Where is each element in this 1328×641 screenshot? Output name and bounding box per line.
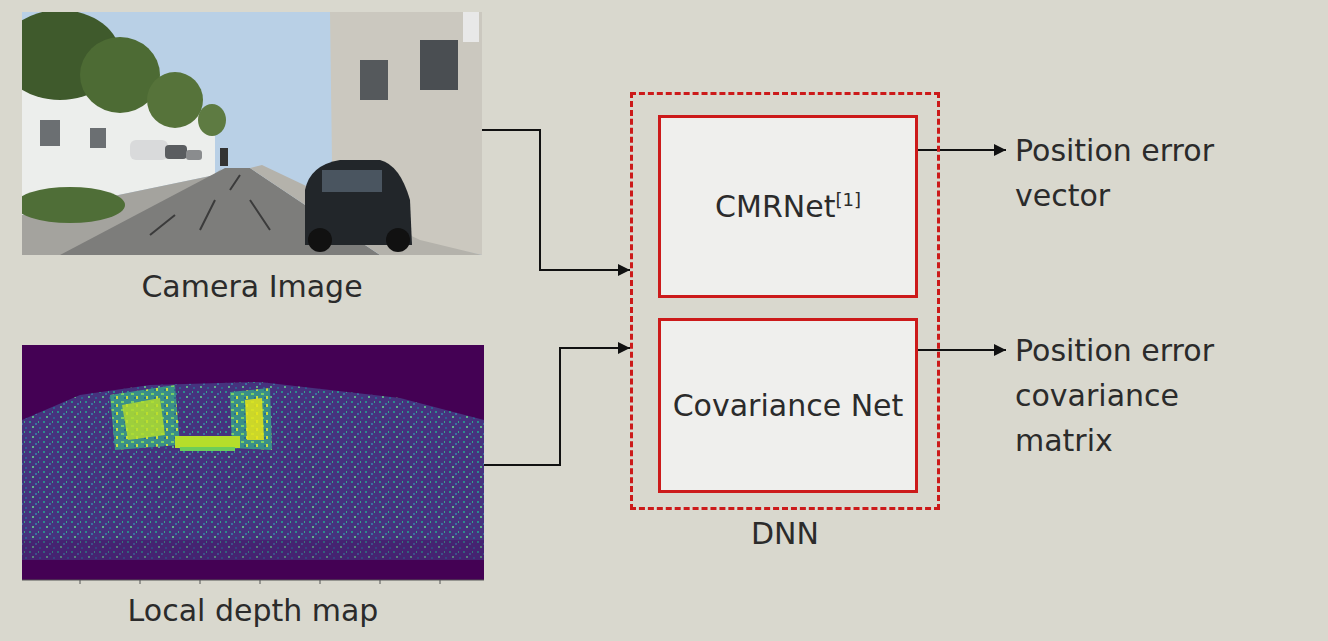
network-group: DNNCMRNet[1]Covariance Net	[630, 92, 940, 510]
caption: Local depth map	[0, 594, 544, 629]
network-box: CMRNet[1]	[658, 115, 918, 298]
reference-mark: [1]	[835, 189, 861, 210]
caption: Camera Image	[0, 270, 542, 305]
network-box: Covariance Net	[658, 318, 918, 493]
box-text: Covariance Net	[673, 387, 904, 425]
output-arrow	[916, 349, 1006, 351]
output-label: Position error vector	[1015, 128, 1285, 218]
image-panel: Local depth map	[22, 345, 484, 580]
box-text: CMRNet[1]	[715, 188, 861, 226]
node-title: Covariance Net	[673, 388, 904, 423]
input-arrow	[482, 130, 630, 270]
camera-photo	[0, 10, 482, 255]
image-panel: Camera Image	[22, 12, 482, 255]
output-arrow	[916, 149, 1006, 151]
input-arrow	[484, 348, 630, 465]
caption: DNN	[573, 517, 997, 552]
output-label: Position error covariance matrix	[1015, 328, 1285, 463]
depth-map-picture	[22, 345, 484, 584]
node-title: CMRNet	[715, 189, 835, 224]
